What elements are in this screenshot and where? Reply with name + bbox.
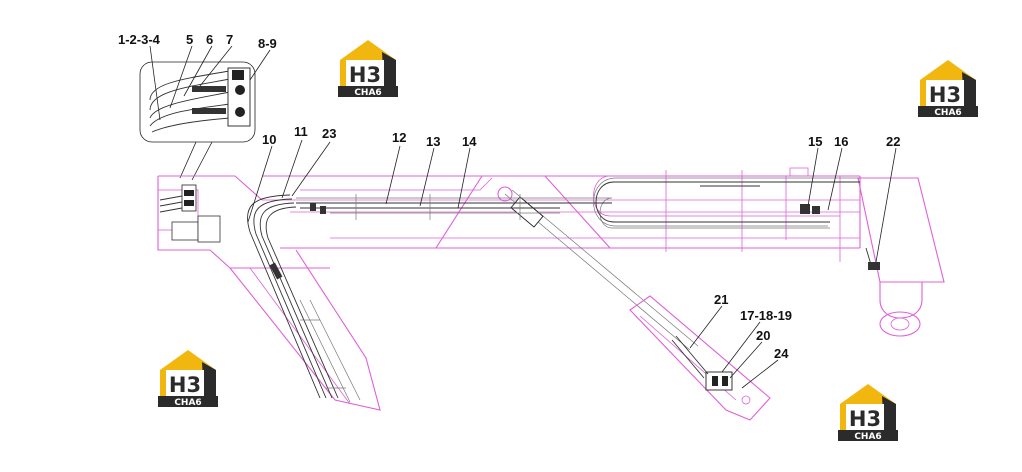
watermark-logo-text: CHA6 [354,88,381,98]
end-valve-block [705,371,733,391]
watermark-logo: H3 CHA6 [158,350,218,408]
label-14: 14 [462,134,477,149]
watermark-logo-mark: H3 [169,373,201,397]
watermark-logo-text: CHA6 [174,398,201,408]
hose-routing [159,177,880,399]
watermark-logo-text: CHA6 [934,108,961,118]
label-21: 21 [714,292,728,307]
watermark-logo: H3 CHA6 [838,384,898,442]
label-13: 13 [426,134,440,149]
leader-lines [149,45,897,389]
label-16: 16 [834,134,848,149]
label-1-2-3-4: 1-2-3-4 [118,32,161,47]
label-24: 24 [774,346,789,361]
label-8-9: 8-9 [258,36,277,51]
label-10: 10 [262,132,276,147]
lower-arm-outline [229,249,381,411]
watermark-logo: H3 CHA6 [338,40,398,98]
label-5: 5 [186,32,193,47]
part-labels: 1-2-3-4 5 6 7 8-9 10 11 23 12 13 14 15 1… [118,32,900,361]
watermark-logo-mark: H3 [349,63,381,87]
label-22: 22 [886,134,900,149]
label-23: 23 [322,126,336,141]
label-15: 15 [808,134,822,149]
label-20: 20 [756,328,770,343]
watermark-logo-mark: H3 [929,83,961,107]
inset-frame [139,61,256,143]
watermark-logo-text: CHA6 [854,432,881,442]
label-7: 7 [226,32,233,47]
watermark-logo: H3 CHA6 [918,60,978,118]
boom-outline [157,167,945,337]
luffing-cylinder [504,189,771,421]
label-11: 11 [294,124,308,139]
label-6: 6 [206,32,213,47]
label-12: 12 [392,130,406,145]
label-17-18-19: 17-18-19 [740,308,792,323]
watermark-logo-mark: H3 [849,407,881,431]
detail-inset [139,61,256,181]
